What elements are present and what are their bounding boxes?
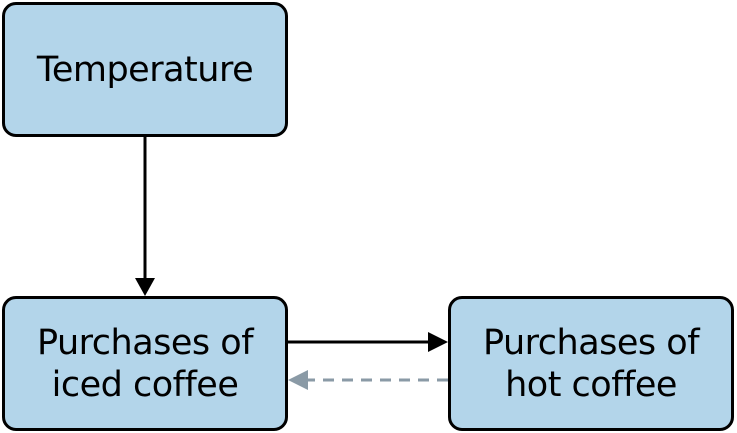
edge-hot-to-iced-coffee-arrowhead [288,370,308,390]
node-iced-coffee-label-line-1: Purchases of [36,322,254,363]
edge-temperature-to-iced-coffee-arrowhead [135,278,155,296]
node-temperature-label-line-1: Temperature [36,49,254,90]
node-hot-coffee-label-line-1: Purchases of [482,322,700,363]
node-hot-coffee-purchases: Purchases of hot coffee [448,296,734,431]
node-iced-coffee-purchases: Purchases of iced coffee [2,296,288,431]
node-hot-coffee-label-line-2: hot coffee [505,364,677,405]
node-temperature: Temperature [2,2,288,137]
node-iced-coffee-label-line-2: iced coffee [51,364,239,405]
edge-iced-to-hot-coffee-arrowhead [428,332,448,352]
